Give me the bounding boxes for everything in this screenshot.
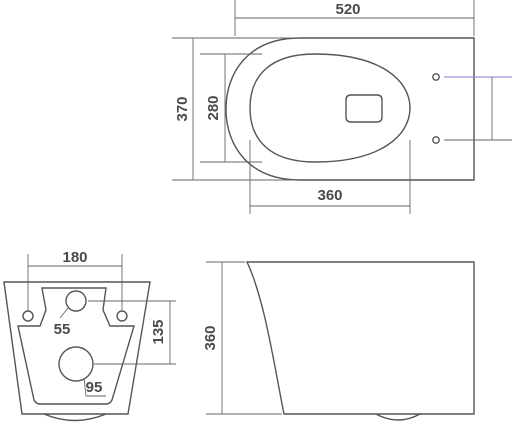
top-view-bolt-hole-upper bbox=[432, 73, 440, 81]
back-view: 180 55 135 95 bbox=[3, 249, 176, 422]
top-view-bolt-hole-lower bbox=[432, 136, 440, 144]
top-view: 520 370 280 360 180 bbox=[172, 0, 512, 214]
back-view-foot bbox=[43, 413, 107, 422]
dim-label-180-right: 180 bbox=[508, 95, 512, 120]
top-view-drain bbox=[345, 94, 383, 123]
back-view-bolt-hole-left bbox=[22, 310, 34, 322]
dim-label-370: 370 bbox=[174, 96, 191, 121]
dim-label-360-side: 360 bbox=[202, 325, 219, 350]
back-view-outlet bbox=[58, 346, 94, 382]
dim-label-360-top: 360 bbox=[317, 187, 342, 204]
back-view-inner-outline bbox=[17, 287, 135, 405]
dim-label-520: 520 bbox=[335, 1, 360, 18]
back-view-outline bbox=[3, 281, 151, 415]
side-view-foot bbox=[375, 413, 421, 421]
dim-label-95: 95 bbox=[86, 379, 103, 396]
dim-label-280: 280 bbox=[205, 95, 222, 120]
dim-label-180-back: 180 bbox=[62, 249, 87, 266]
top-view-bowl bbox=[249, 53, 411, 163]
back-view-inlet bbox=[65, 290, 87, 312]
dim-label-55: 55 bbox=[54, 321, 71, 338]
side-view-outline bbox=[245, 261, 475, 415]
back-view-bolt-hole-right bbox=[116, 310, 128, 322]
dim-label-135: 135 bbox=[150, 319, 167, 344]
side-view: 360 bbox=[202, 261, 475, 421]
top-view-outline bbox=[225, 37, 475, 181]
